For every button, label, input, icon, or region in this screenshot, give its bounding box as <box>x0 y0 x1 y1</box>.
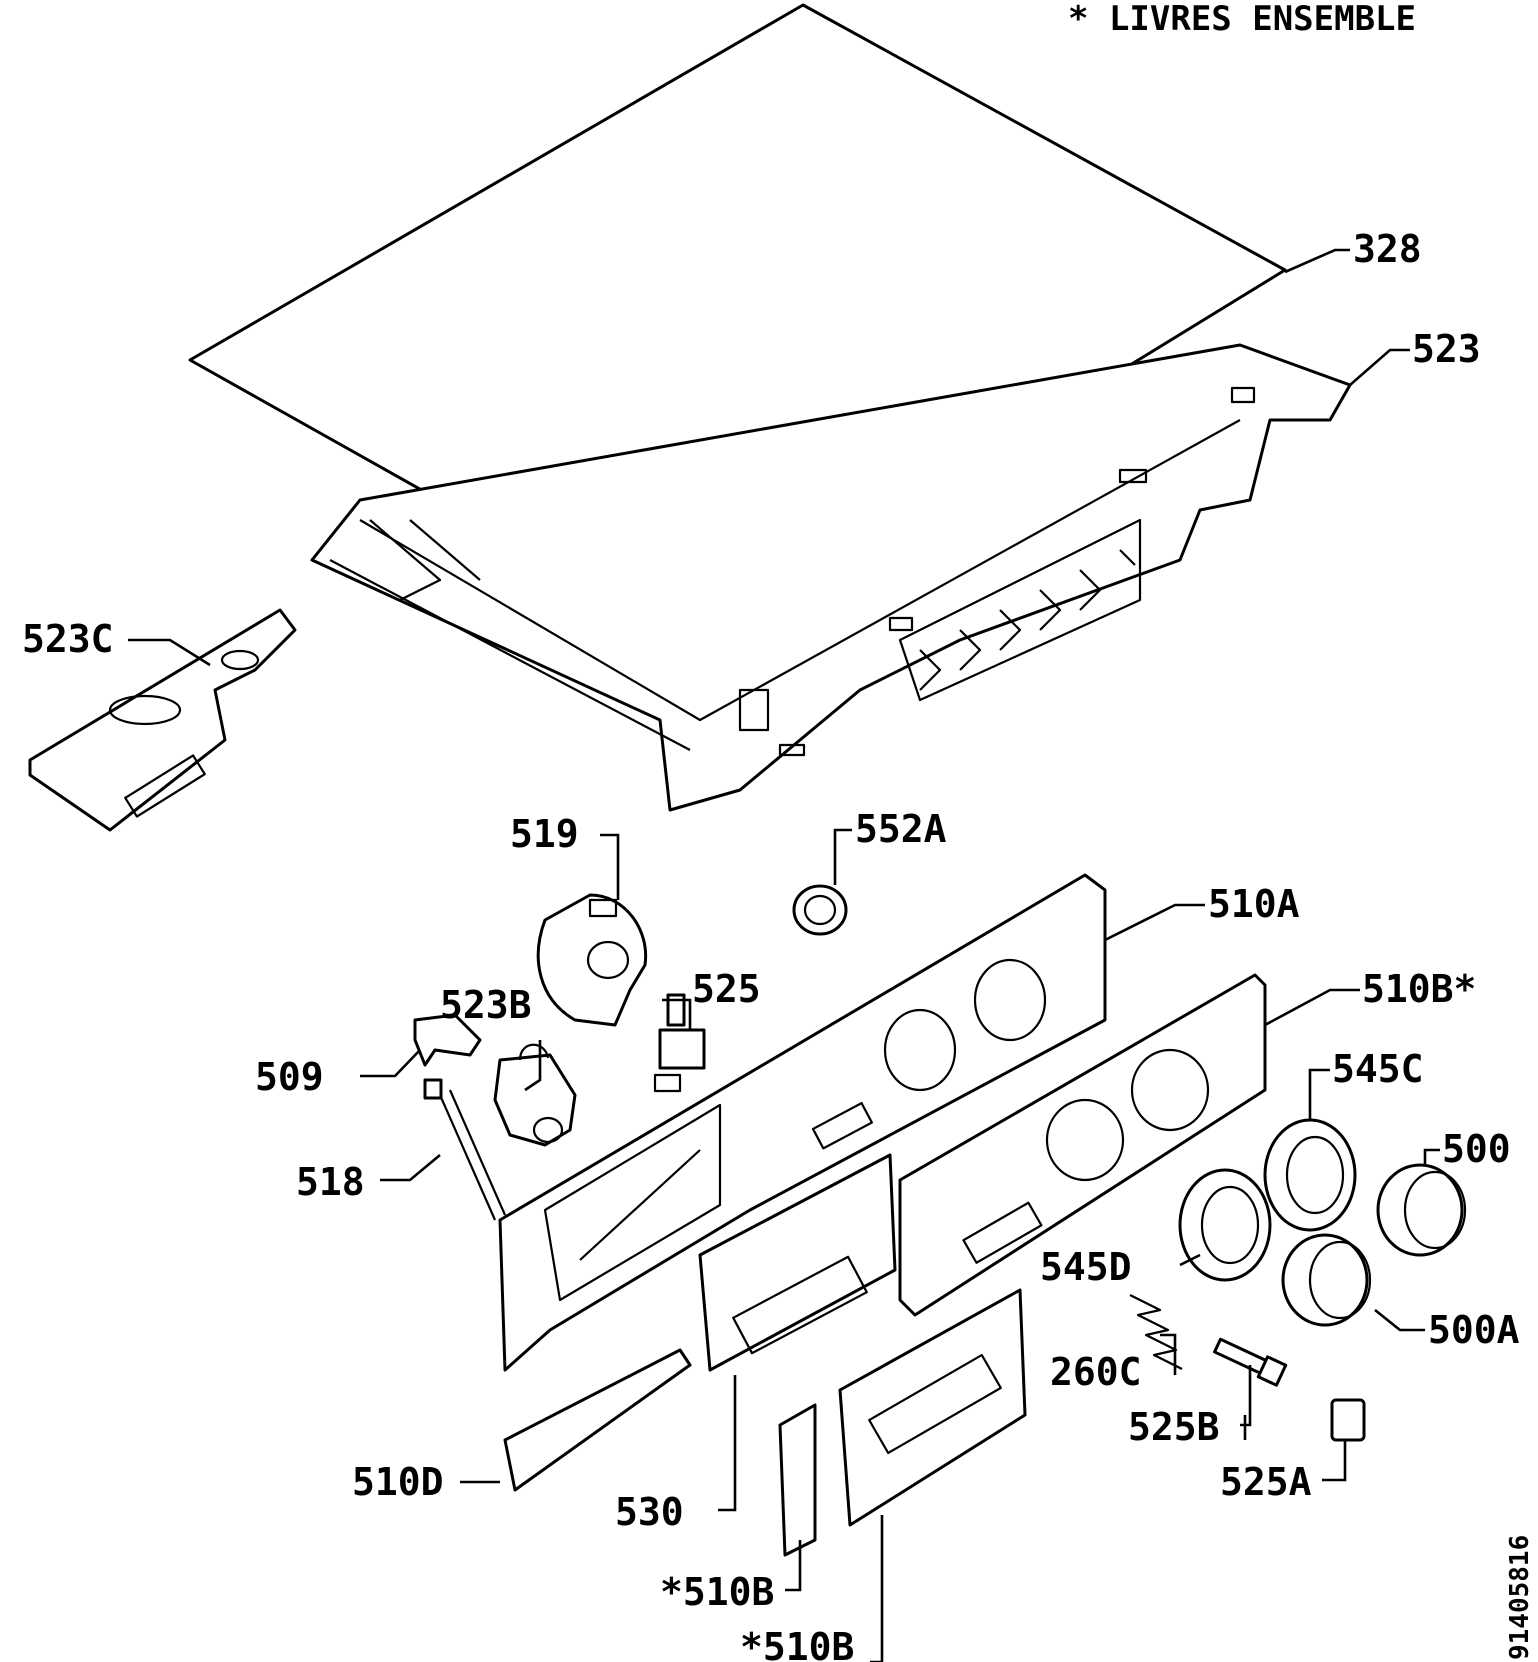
label-510b-b: *510B <box>740 1625 854 1662</box>
part-510b-window-panel <box>838 1288 1027 1527</box>
label-552a: 552A <box>855 807 947 851</box>
part-523-frame <box>310 343 1352 812</box>
leader-lines <box>128 248 1440 1662</box>
drawing-code: 91405816 <box>1505 1535 1535 1660</box>
label-519: 519 <box>510 812 579 856</box>
part-500-knob <box>1376 1163 1467 1257</box>
part-523b <box>493 1043 577 1147</box>
part-525b-pin <box>1213 1337 1288 1387</box>
part-510b-fascia <box>898 973 1267 1317</box>
part-545c-bezel <box>1263 1118 1357 1232</box>
label-260c: 260C <box>1050 1350 1142 1394</box>
label-328: 328 <box>1353 227 1422 271</box>
label-523: 523 <box>1412 327 1481 371</box>
part-500a-knob <box>1281 1233 1372 1327</box>
part-510a-fascia <box>498 873 1107 1372</box>
label-510a: 510A <box>1208 882 1300 926</box>
label-545d: 545D <box>1040 1245 1132 1289</box>
label-525b: 525B <box>1128 1405 1220 1449</box>
part-519 <box>536 893 648 1027</box>
label-510d: 510D <box>352 1460 444 1504</box>
label-518: 518 <box>296 1160 365 1204</box>
label-509: 509 <box>255 1055 324 1099</box>
part-510b-small-strip <box>778 1403 817 1557</box>
label-500a: 500A <box>1428 1308 1520 1352</box>
label-525: 525 <box>692 967 761 1011</box>
label-500: 500 <box>1442 1127 1511 1171</box>
part-525a-clip <box>1330 1398 1366 1442</box>
part-509 <box>413 1013 482 1067</box>
part-523c-bracket <box>28 608 297 832</box>
part-545d-bezel <box>1178 1168 1272 1282</box>
part-530-frame <box>698 1153 897 1372</box>
label-523b: 523B <box>440 983 532 1027</box>
part-260c-spring <box>1129 1294 1183 1370</box>
part-510d-strip <box>503 1348 692 1492</box>
label-525a: 525A <box>1220 1460 1312 1504</box>
part-525 <box>653 993 706 1093</box>
label-510b-a: *510B <box>660 1570 774 1614</box>
label-523c: 523C <box>22 617 114 661</box>
label-545c: 545C <box>1332 1047 1424 1091</box>
part-552a-ring <box>792 884 848 936</box>
header-note: * LIVRES ENSEMBLE <box>1068 0 1416 39</box>
part-518-rod <box>423 1078 507 1221</box>
label-510b-star: 510B* <box>1362 967 1476 1011</box>
label-530: 530 <box>615 1490 684 1534</box>
